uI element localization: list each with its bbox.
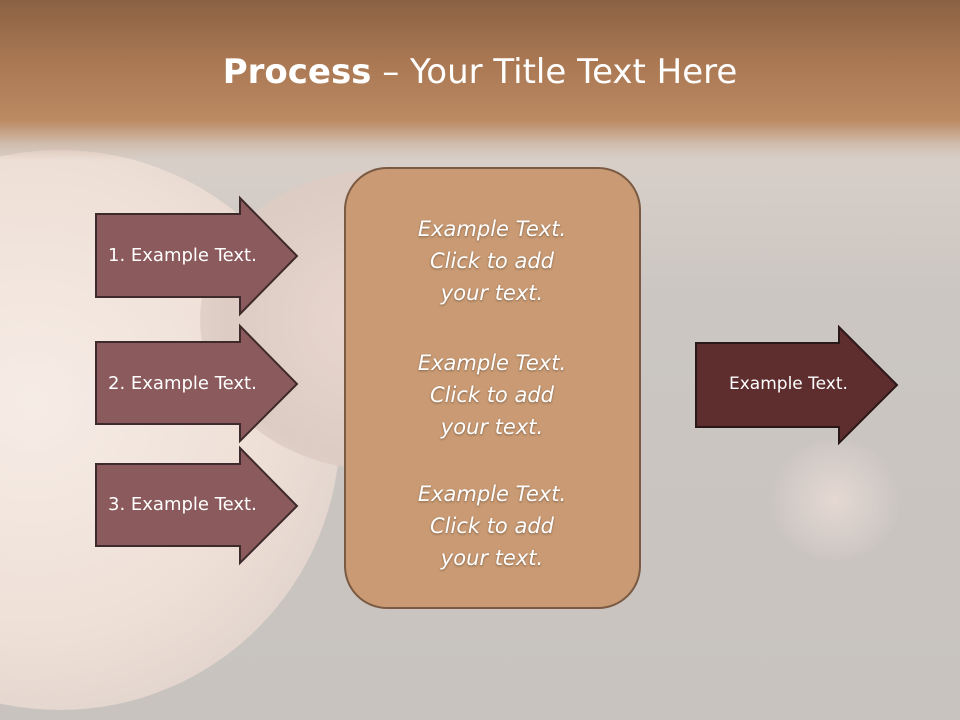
center-block-2-line-2: Click to add	[429, 383, 554, 407]
center-block-1-line-1: Example Text.	[417, 217, 567, 241]
center-text-block-1: Example Text. Click to add your text.	[346, 213, 638, 309]
center-block-3-line-3: your text.	[440, 546, 544, 570]
slide-title[interactable]: Process – Your Title Text Here	[0, 52, 960, 92]
center-block-1-line-2: Click to add	[429, 249, 554, 273]
title-rest: – Your Title Text Here	[371, 52, 738, 92]
left-arrow-1[interactable]	[95, 195, 299, 317]
center-block-3-line-2: Click to add	[429, 514, 554, 538]
left-arrow-2-label: 2. Example Text.	[108, 373, 257, 394]
left-arrow-2[interactable]	[95, 323, 299, 444]
left-arrow-1-label: 1. Example Text.	[108, 245, 257, 266]
center-block-3-line-1: Example Text.	[417, 482, 567, 506]
center-block-2-line-1: Example Text.	[417, 351, 567, 375]
center-block-2-line-3: your text.	[440, 415, 544, 439]
right-arrow-label: Example Text.	[729, 374, 848, 394]
left-arrow-3-label: 3. Example Text.	[108, 494, 257, 515]
title-bold: Process	[222, 52, 372, 92]
title-bar	[0, 0, 960, 160]
center-text-block-2: Example Text. Click to add your text.	[346, 347, 638, 443]
center-text-block-3: Example Text. Click to add your text.	[346, 478, 638, 574]
center-box[interactable]	[344, 167, 641, 609]
center-block-1-line-3: your text.	[440, 281, 544, 305]
left-arrow-3[interactable]	[95, 445, 299, 566]
right-arrow[interactable]	[695, 324, 899, 446]
